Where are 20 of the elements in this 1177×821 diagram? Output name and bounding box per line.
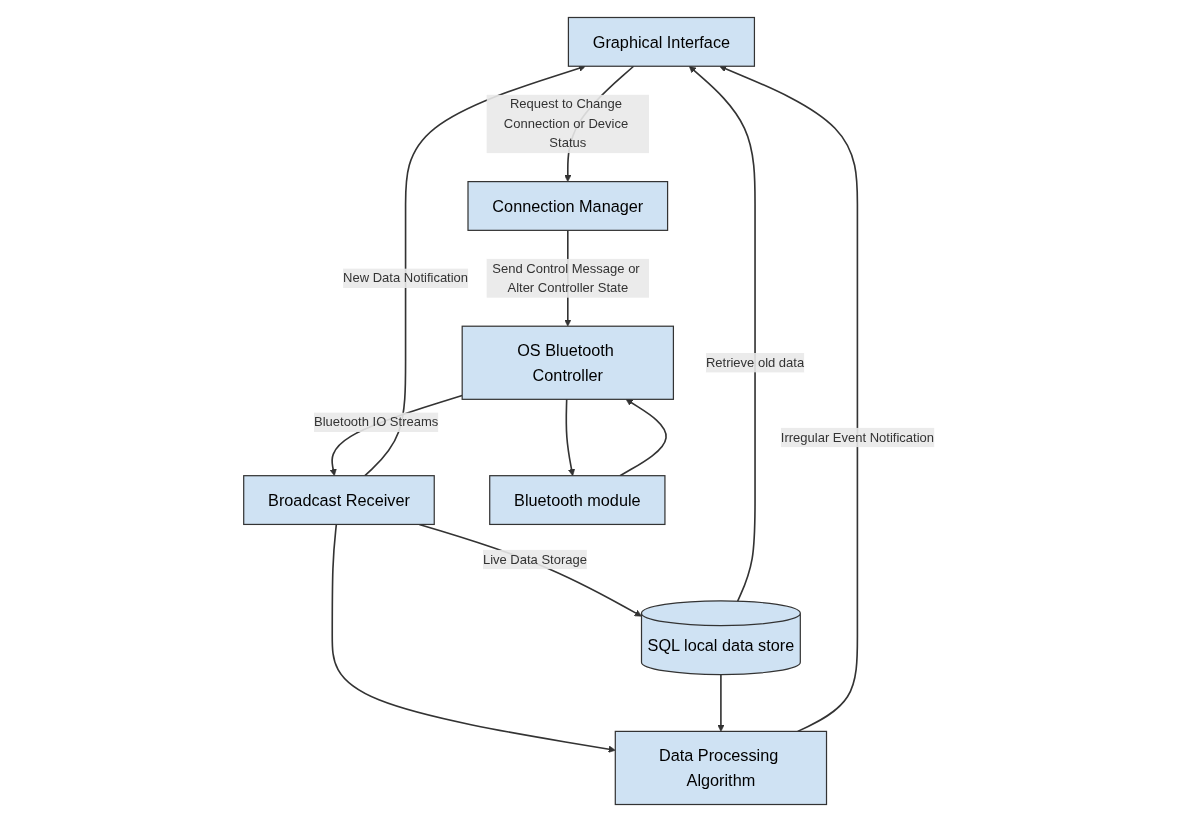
edge-label: Request to Change Connection or Device Status (503, 96, 628, 150)
node-box: Bluetooth module (488, 474, 666, 525)
arrow (565, 398, 575, 476)
arrow (618, 398, 667, 476)
edge-label: Send Control Message or Alter Controller State (491, 260, 640, 295)
node-box: OS Bluetooth Controller (461, 325, 674, 400)
arrow (418, 523, 642, 616)
node-box: Graphical Interface (567, 16, 755, 67)
edge-label: Retrieve old data (705, 354, 804, 369)
edge-label: Bluetooth IO Streams (313, 414, 438, 429)
node-box: Data Processing Algorithm (614, 730, 827, 805)
edge-label: Irregular Event Notification (780, 429, 934, 444)
arrow (688, 65, 756, 602)
arrow (363, 64, 586, 476)
arrow (717, 673, 725, 732)
edge-label: Live Data Storage (482, 551, 587, 566)
node-box: Broadcast Receiver (242, 474, 435, 525)
node-box: Connection Manager (467, 180, 668, 231)
edge-label: New Data Notification (342, 270, 468, 285)
arrow (718, 64, 858, 732)
